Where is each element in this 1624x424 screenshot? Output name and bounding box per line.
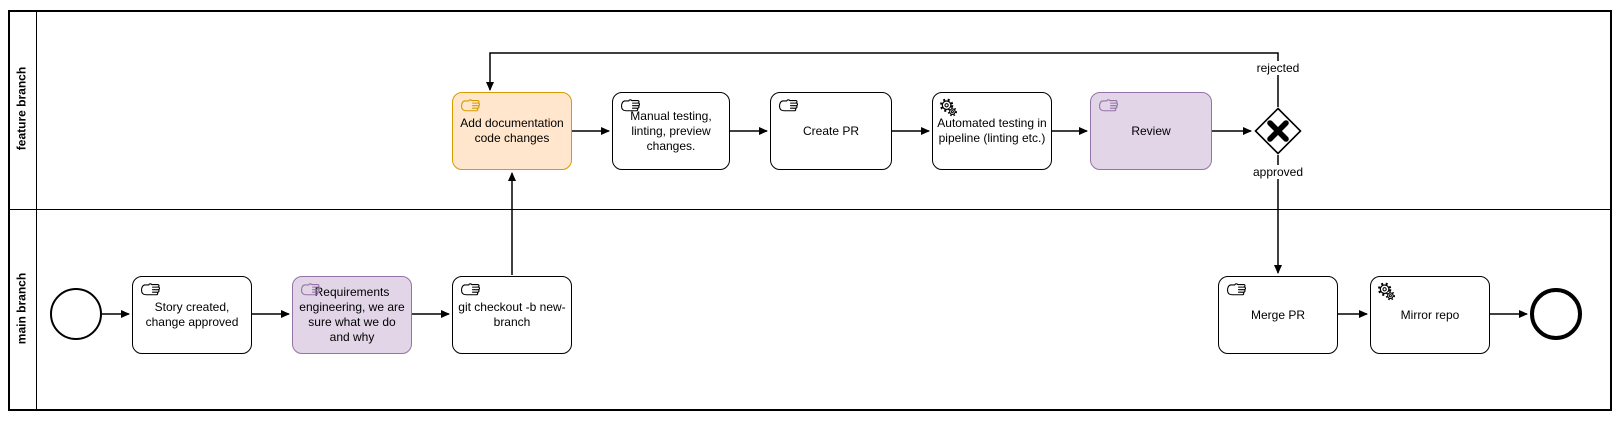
pool: [8, 10, 1612, 411]
task-label: Manual testing, linting, preview changes…: [630, 108, 712, 153]
manual-task-icon: [299, 282, 321, 302]
lane-label-column: [10, 12, 37, 409]
task-mirror-repo[interactable]: Mirror repo: [1370, 276, 1490, 354]
task-create-pr[interactable]: Create PR: [770, 92, 892, 170]
manual-task-icon: [459, 282, 481, 302]
flow-gateway-rejected-to-add-documentation: [486, 52, 1279, 107]
task-automated-testing[interactable]: Automated testing in pipeline (linting e…: [932, 92, 1052, 170]
exclusive-gateway[interactable]: [1254, 107, 1302, 155]
task-story-created[interactable]: Story created, change approved: [132, 276, 252, 354]
task-label: Review: [1131, 123, 1171, 138]
task-label: Add documentation code changes: [460, 116, 564, 145]
task-label: Requirements engineering, we are sure wh…: [299, 285, 405, 344]
flow-label-rejected: rejected: [1249, 61, 1307, 75]
service-task-gears-icon: [1377, 282, 1396, 305]
task-label: Automated testing in pipeline (linting e…: [937, 116, 1047, 145]
task-add-documentation[interactable]: Add documentation code changes: [452, 92, 572, 170]
task-label: Story created, change approved: [145, 300, 239, 329]
manual-task-icon: [1097, 98, 1119, 118]
start-event[interactable]: [50, 288, 102, 340]
manual-task-icon: [777, 98, 799, 118]
task-merge-pr[interactable]: Merge PR: [1218, 276, 1338, 354]
flow-label-approved: approved: [1247, 165, 1309, 179]
task-label: Merge PR: [1250, 307, 1306, 322]
lane-divider: [10, 209, 1610, 210]
gateway-x-icon: [1267, 120, 1289, 142]
task-manual-testing[interactable]: Manual testing, linting, preview changes…: [612, 92, 730, 170]
task-git-checkout[interactable]: git checkout -b new-branch: [452, 276, 572, 354]
service-task-gears-icon: [939, 98, 958, 121]
end-event[interactable]: [1530, 288, 1582, 340]
task-label: git checkout -b new-branch: [458, 300, 566, 329]
task-review[interactable]: Review: [1090, 92, 1212, 170]
manual-task-icon: [619, 98, 641, 118]
manual-task-icon: [139, 282, 161, 302]
manual-task-icon: [1225, 282, 1247, 302]
manual-task-icon: [459, 98, 481, 118]
task-label: Create PR: [802, 123, 860, 138]
task-label: Mirror repo: [1400, 307, 1460, 322]
task-requirements-engineering[interactable]: Requirements engineering, we are sure wh…: [292, 276, 412, 354]
